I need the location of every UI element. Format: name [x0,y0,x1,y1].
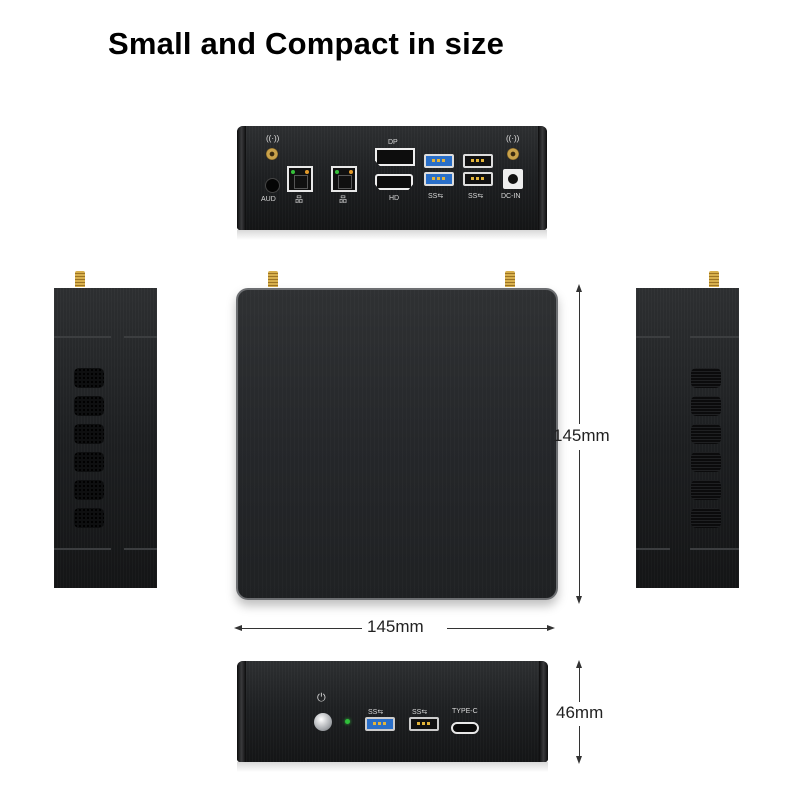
vent-slats [691,424,721,444]
end-cap-right [538,126,547,230]
displayport-label: DP [388,139,398,146]
right-side-view [636,288,739,588]
lan-icon: 品 [339,195,347,204]
side-groove [124,336,157,550]
superspeed-usb-icon: SS⇆ [368,709,384,716]
vent-slats [691,396,721,416]
antenna-connector [709,271,719,287]
vent-grille [74,480,104,500]
side-groove [690,336,739,550]
usb-port-front [409,717,439,731]
hdmi-port [375,174,413,190]
vent-slats [691,480,721,500]
vent-grille [74,396,104,416]
left-side-view [54,288,157,588]
dimension-line [240,628,362,629]
arrow-left-icon [234,625,242,631]
end-cap-left [237,126,246,230]
vent-slats [691,508,721,528]
vent-grille [74,452,104,472]
end-cap-left [237,661,246,762]
reflection [237,762,548,772]
type-c-label: TYPE-C [452,708,478,715]
vent-grille [74,368,104,388]
wifi-icon: ((·)) [506,134,520,143]
usb3-port-front [365,717,395,731]
antenna-connector [268,271,278,287]
antenna-connector [505,271,515,287]
height-dimension: 46mm [556,703,604,722]
antenna-connector [75,271,85,287]
arrow-up-icon [576,284,582,292]
lan-port-1 [287,166,313,192]
arrow-down-icon [576,756,582,764]
wifi-icon: ((·)) [266,134,280,143]
vent-grille [74,508,104,528]
arrow-right-icon [547,625,555,631]
power-button [314,713,332,731]
dimension-line [579,290,580,424]
end-cap-right [539,661,548,762]
power-icon: ⏻ [317,692,326,704]
lan-port-2 [331,166,357,192]
front-panel-view: ⏻ SS⇆ SS⇆ TYPE-C [237,661,548,762]
hdmi-label: HD [389,195,400,202]
side-groove [636,336,670,550]
dimension-line [579,726,580,756]
usb-port [463,172,493,186]
vent-grille [74,424,104,444]
top-view [236,288,558,600]
dimension-line [579,666,580,702]
type-c-port [451,722,479,734]
page-title: Small and Compact in size [108,26,505,61]
dc-in-port [503,169,523,189]
dc-in-label: DC-IN [501,193,521,200]
superspeed-usb-icon: SS⇆ [428,193,444,200]
side-groove [54,336,111,550]
width-dimension: 145mm [367,617,424,636]
vent-slats [691,452,721,472]
power-led [345,719,350,724]
arrow-up-icon [576,660,582,668]
dimension-line [447,628,549,629]
superspeed-usb-icon: SS⇆ [468,193,484,200]
displayport-port [375,148,415,166]
usb3-port [424,154,454,168]
rear-panel-view: ((·)) AUD 品 品 DP HD SS⇆ SS⇆ ((·)) DC-IN [237,126,547,230]
depth-dimension: 145mm [553,426,610,445]
arrow-down-icon [576,596,582,604]
audio-label: AUD [261,196,276,203]
reflection [237,230,547,240]
audio-jack [265,178,280,193]
usb-port [463,154,493,168]
lan-icon: 品 [295,195,303,204]
antenna-connector-left [266,148,278,160]
antenna-connector-right [507,148,519,160]
usb3-port [424,172,454,186]
vent-slats [691,368,721,388]
superspeed-usb-icon: SS⇆ [412,709,428,716]
dimension-line [579,450,580,596]
